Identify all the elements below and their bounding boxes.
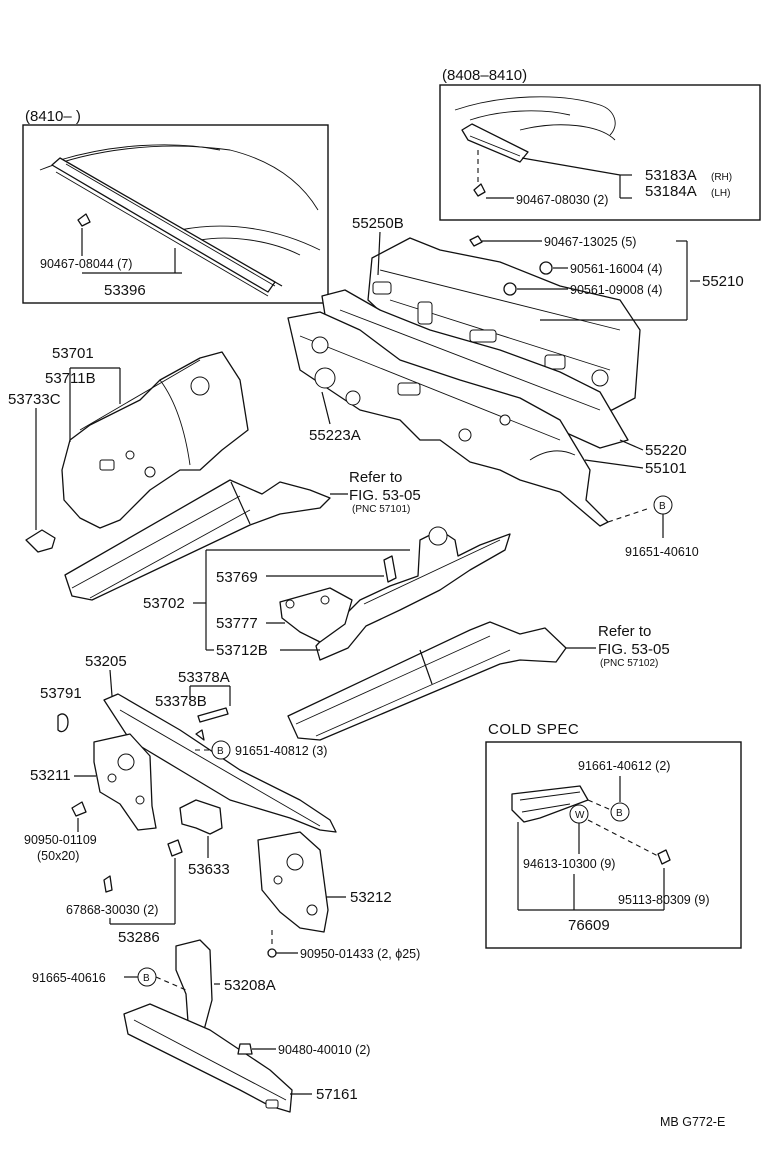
rh-apron-53702-label: 53702: [143, 595, 185, 612]
roof-box-header: (8410– ): [25, 108, 81, 125]
rad-plug-label: 90950-01433 (2, ϕ25): [300, 947, 420, 961]
dash-upper-label: 55210: [702, 273, 744, 290]
nut-90480-icon: [237, 1043, 253, 1055]
cross-marker-letter: B: [143, 973, 150, 984]
lh-side-member: Refer to FIG. 53-05 (PNC 57101): [64, 469, 421, 601]
roof-clip-icon: [77, 213, 91, 227]
cowl-rh-side: (RH): [711, 172, 732, 183]
rad-clip-label: 53286: [118, 929, 160, 946]
cold-marker-w: W: [569, 804, 589, 824]
cold-clip-label: 94613-10300 (9): [523, 857, 615, 871]
apron-bracket-icon: [25, 529, 56, 553]
crossmember-group: 53208A 91665-40616 B 90480-40010 (2) 571…: [32, 939, 370, 1113]
rad-upper-label: 53205: [85, 653, 127, 670]
clip-01109-icon: [71, 801, 87, 817]
rh-apron-group: 53769 53777 53702 53712B: [143, 526, 511, 661]
cowl-rh-label: 53183A: [645, 167, 697, 184]
grommet-53791-icon: [57, 713, 69, 733]
ref2-line3: (PNC 57102): [600, 658, 658, 669]
dash-lower-label: 55101: [645, 460, 687, 477]
liner-76609-icon: [511, 785, 589, 823]
rad-side-lh-label: 53211: [30, 767, 71, 784]
cold-marker-b: B: [610, 802, 630, 822]
apron-53711b-label: 53711B: [45, 370, 96, 387]
diagram-code: MB G772-E: [660, 1115, 725, 1129]
cold-rivet-label: 95113-80309 (9): [618, 893, 710, 907]
cross-nut-label: 90480-40010 (2): [278, 1043, 370, 1057]
cold-marker-w-letter: W: [575, 810, 585, 821]
rad-seal-a-label: 53378A: [178, 669, 230, 686]
roof-fastener-label: 90467-08044 (7): [40, 257, 132, 271]
rad-clip1-label: 90950-01109: [24, 833, 97, 847]
rad-marker-letter: B: [217, 746, 224, 757]
roof-rail-label: 53396: [104, 282, 146, 299]
clip-53286-icon: [167, 839, 183, 857]
rad-screw-label: 67868-30030 (2): [66, 903, 158, 917]
cold-box-header: COLD SPEC: [488, 721, 579, 738]
cowl-box: (8408–8410) 53183A (RH) 53184A (LH) 9046…: [439, 67, 761, 221]
plate-53777-icon: [279, 587, 353, 643]
cowl-clip-icon: [473, 183, 486, 197]
dash-plug-label: 90561-09008 (4): [570, 283, 662, 297]
dash-55223a-label: 55223A: [309, 427, 361, 444]
cross-bolt-label: 91665-40616: [32, 971, 106, 985]
rad-side-rh-label: 53212: [350, 889, 392, 906]
cross-marker-b: B: [137, 967, 157, 987]
ref2-line2: FIG. 53-05: [598, 641, 670, 658]
cold-liner-label: 76609: [568, 917, 610, 934]
rad-bracket-label: 53633: [188, 861, 230, 878]
rh-apron-53712b-label: 53712B: [216, 642, 268, 659]
seal-clip-icon: [195, 729, 205, 741]
rad-bolt-label: 91651-40812 (3): [235, 744, 327, 758]
brace-53208a-icon: [175, 939, 213, 1031]
dash-plug-icon: [503, 282, 517, 296]
rh-side-member: Refer to FIG. 53-05 (PNC 57102): [287, 621, 670, 741]
dash-panel-group: 90467-13025 (5) 90561-16004 (4) 90561-09…: [287, 215, 744, 559]
cross-brace-label: 53208A: [224, 977, 276, 994]
roof-rail-box: (8410– ) 90467-08044 (7) 53396: [22, 108, 329, 304]
apron-53733c-label: 53733C: [8, 391, 61, 408]
dash-middle-label: 55220: [645, 442, 687, 459]
dash-clip-label: 90467-13025 (5): [544, 235, 636, 249]
ref2-line1: Refer to: [598, 623, 651, 640]
dash-marker-letter: B: [659, 501, 666, 512]
dash-grommet-icon: [539, 261, 553, 275]
plug-01433-icon: [267, 948, 277, 958]
lh-apron-group: 53701 53711B 53733C: [8, 345, 249, 553]
cold-spec-box: COLD SPEC 76609 91661-40612 (2) B W 9461…: [485, 721, 742, 949]
brace-53769-icon: [383, 555, 397, 583]
rad-grommet-label: 53791: [40, 685, 82, 702]
seal-53378-icon: [197, 707, 229, 723]
bolt-marker-b: B: [653, 495, 673, 515]
dash-55250b-label: 55250B: [352, 215, 404, 232]
bracket-53633-icon: [179, 799, 223, 835]
rh-apron-53777-label: 53777: [216, 615, 258, 632]
cowl-lh-label: 53184A: [645, 183, 697, 200]
cold-marker-b-letter: B: [616, 808, 623, 819]
ref1-line3: (PNC 57101): [352, 504, 410, 515]
cold-rivet-icon: [657, 849, 671, 865]
rad-seal-b-label: 53378B: [155, 693, 207, 710]
cowl-box-header: (8408–8410): [442, 67, 527, 84]
rad-clip1-size: (50x20): [37, 849, 79, 863]
cowl-lh-side: (LH): [711, 188, 730, 199]
rad-marker-b: B: [211, 740, 231, 760]
dash-grommet-label: 90561-16004 (4): [570, 262, 662, 276]
ref1-line1: Refer to: [349, 469, 402, 486]
radiator-support-group: 53205 53378A 53378B 53791 B 91651-40812 …: [24, 653, 420, 961]
cowl-fastener-label: 90467-08030 (2): [516, 193, 608, 207]
cross-member-label: 57161: [316, 1086, 358, 1103]
ref1-line2: FIG. 53-05: [349, 487, 421, 504]
dash-clip-icon: [469, 235, 483, 247]
cold-bolt-label: 91661-40612 (2): [578, 759, 670, 773]
dash-bolt-label: 91651-40610: [625, 545, 699, 559]
rh-apron-53769-label: 53769: [216, 569, 258, 586]
screw-67868-icon: [103, 875, 113, 893]
apron-53701-label: 53701: [52, 345, 94, 362]
